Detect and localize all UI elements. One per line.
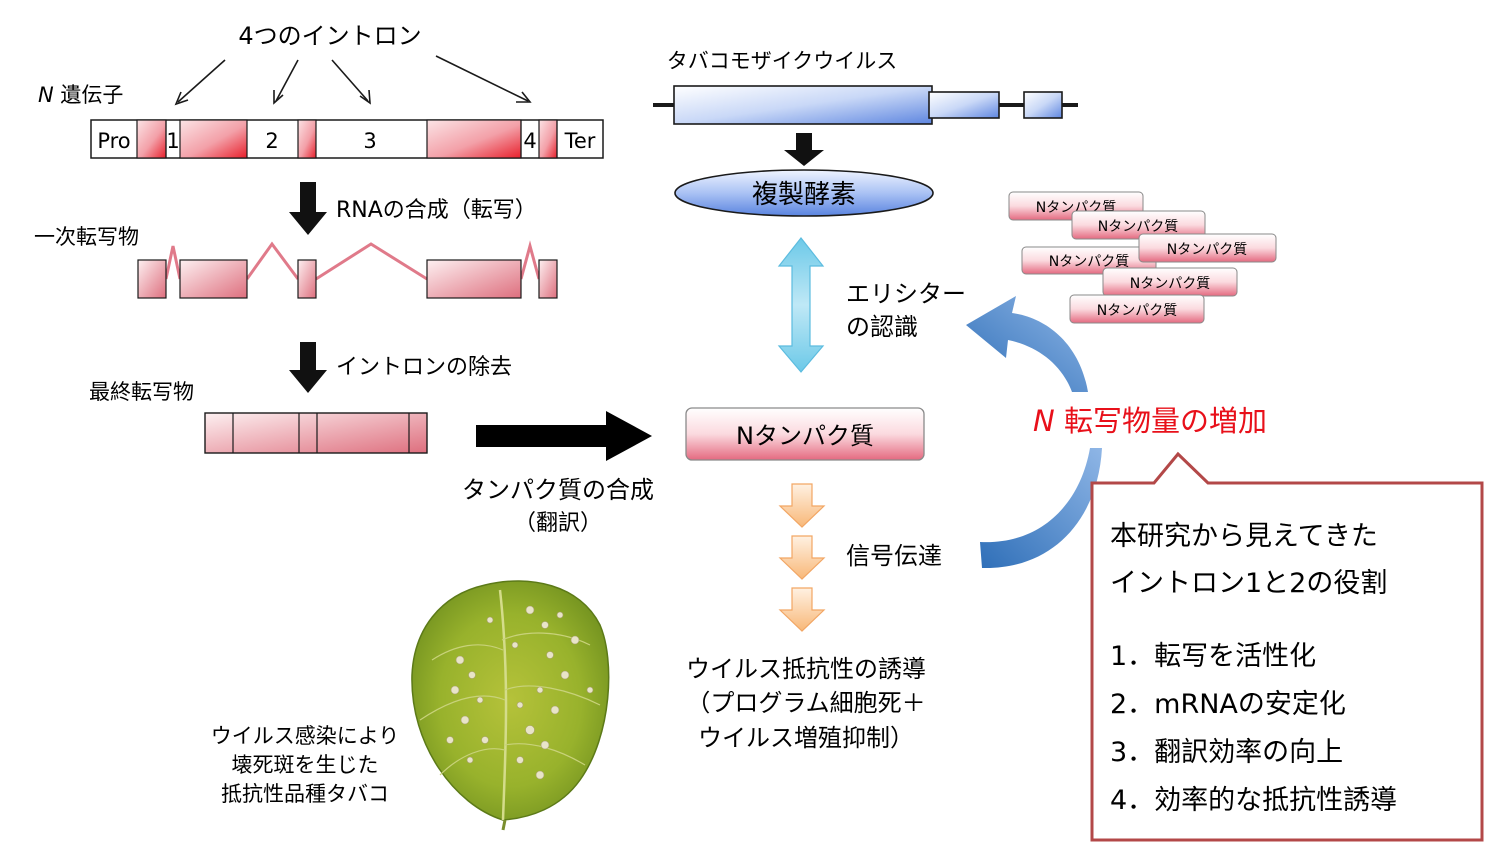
exon-block <box>538 119 558 159</box>
necrotic-spots <box>446 605 594 780</box>
intron-2-label: 2 <box>265 129 278 153</box>
stacked-protein-label: Nタンパク質 <box>1130 276 1210 292</box>
exon-block <box>426 119 522 159</box>
gene-bar: Pro 1 2 3 4 Ter <box>90 119 604 159</box>
stacked-protein <box>1138 233 1277 263</box>
orange-down-arrow-icon <box>778 587 826 632</box>
exon-block <box>137 259 167 299</box>
resistance-line3: ウイルス増殖抑制） <box>698 724 914 752</box>
callout-item: 3．翻訳効率の向上 <box>1110 737 1343 768</box>
intron-pointer-arrows <box>174 55 532 106</box>
feedback-arrow-up-icon <box>966 296 1088 392</box>
resistance-line2: （プログラム細胞死＋ <box>686 689 925 717</box>
intron-4-label: 4 <box>523 129 536 153</box>
translation-arrow-icon <box>476 411 652 461</box>
tobacco-leaf-image <box>411 580 610 831</box>
transcription-step: RNAの合成（転写） <box>336 198 537 223</box>
n-transcript-increase: N 転写物量の増加 <box>1033 404 1267 438</box>
final-transcript <box>204 412 428 454</box>
final-transcript-label: 最終転写物 <box>89 380 194 404</box>
n-protein-box <box>685 407 925 461</box>
virus-name: タバコモザイクウイルス <box>667 49 898 73</box>
down-arrow-icon <box>784 133 824 166</box>
elicitor-label-line1: エリシター <box>846 280 966 308</box>
stacked-protein-label: Nタンパク質 <box>1098 219 1178 235</box>
callout-item: 4．効率的な抵抗性誘導 <box>1110 785 1397 816</box>
virus-genome-icon <box>653 85 1078 125</box>
stacked-protein-label: Nタンパク質 <box>1097 303 1177 319</box>
exon-block <box>179 259 248 299</box>
promoter-label: Pro <box>97 129 130 153</box>
resistance-line1: ウイルス抵抗性の誘導 <box>686 655 926 683</box>
intron-role-callout <box>1090 451 1484 842</box>
elicitor-label-line2: の認識 <box>846 313 918 341</box>
exon-block <box>136 119 167 159</box>
callout-item: 2．mRNAの安定化 <box>1110 689 1346 720</box>
introns-label: 4つのイントロン <box>238 22 421 50</box>
signal-transduction-label: 信号伝達 <box>846 542 942 570</box>
replicase-label: 複製酵素 <box>752 180 856 210</box>
n-protein-label: Nタンパク質 <box>736 422 874 450</box>
orange-down-arrow-icon <box>778 483 826 528</box>
replicase-oval <box>674 169 934 217</box>
callout-item: 1．転写を活性化 <box>1110 641 1316 672</box>
translation-step: タンパク質の合成 <box>462 476 654 504</box>
exon-block <box>297 119 317 159</box>
intron-3-label: 3 <box>363 129 376 153</box>
leaf-caption-line2: 壊死斑を生じた <box>232 753 379 777</box>
callout-title-line1: 本研究から見えてきた <box>1110 521 1378 552</box>
intron-1-label: 1 <box>166 129 179 153</box>
leaf-caption-line3: 抵抗性品種タバコ <box>221 782 389 806</box>
recognition-double-arrow-icon <box>777 237 825 373</box>
n-protein-stack: Nタンパク質 Nタンパク質 Nタンパク質 Nタンパク質 Nタンパク質 Nタンパク… <box>1008 191 1277 324</box>
signal-arrows <box>778 483 826 632</box>
orange-down-arrow-icon <box>778 535 826 580</box>
exon-block <box>426 259 522 299</box>
stacked-protein-label: Nタンパク質 <box>1049 254 1129 270</box>
leaf-caption-line1: ウイルス感染により <box>211 724 400 748</box>
primary-transcript-label: 一次転写物 <box>34 225 139 249</box>
stacked-protein-label: Nタンパク質 <box>1167 242 1247 258</box>
gene-name: N 遺伝子 <box>38 83 123 107</box>
down-arrow-icon <box>289 182 327 235</box>
translation-step-note: （翻訳） <box>514 511 602 536</box>
feedback-arrow-down-icon <box>980 448 1102 569</box>
terminator-label: Ter <box>564 129 596 153</box>
callout-title-line2: イントロン1と2の役割 <box>1110 568 1387 599</box>
primary-transcript <box>137 240 558 299</box>
splicing-step: イントロンの除去 <box>336 355 512 380</box>
exon-block <box>179 119 248 159</box>
exon-block <box>538 259 558 299</box>
stacked-protein <box>1069 294 1205 324</box>
down-arrow-icon <box>289 342 327 393</box>
exon-block <box>297 259 317 299</box>
